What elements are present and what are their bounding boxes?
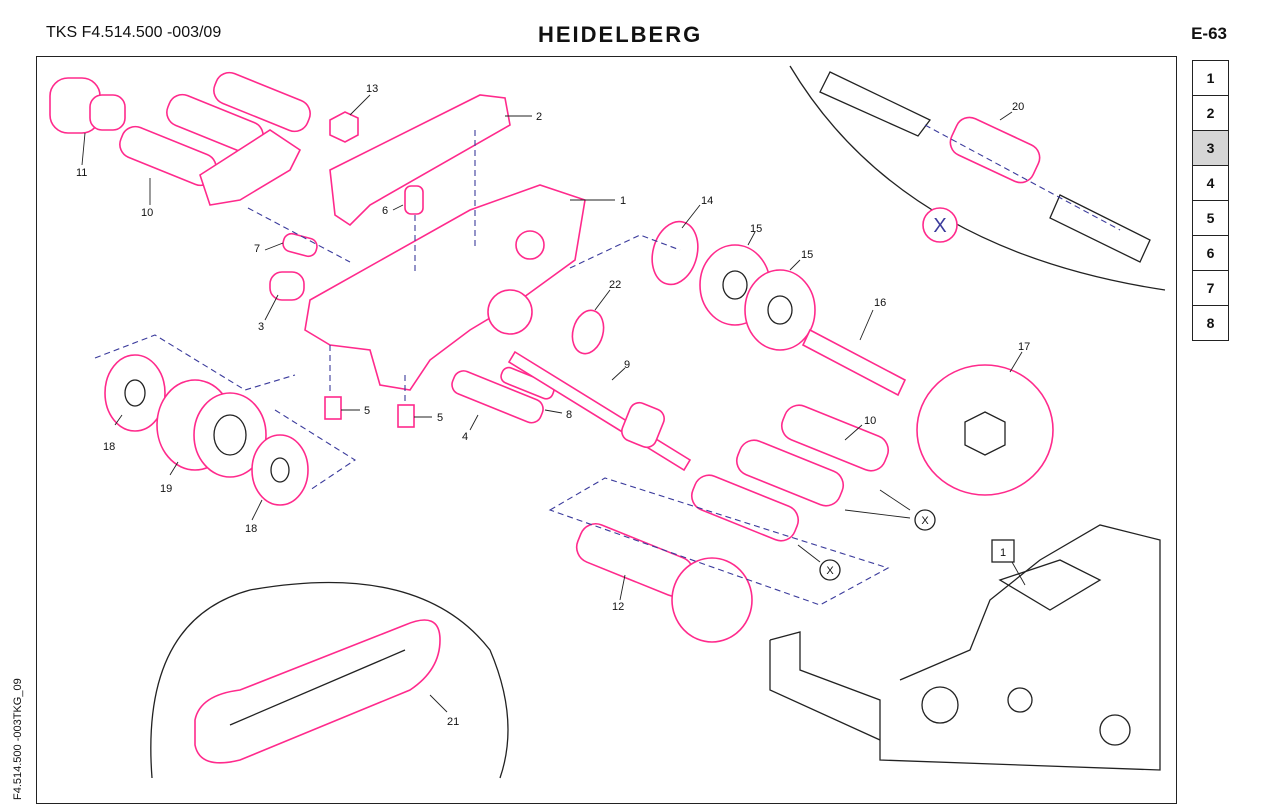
x-marker-b — [819, 559, 841, 581]
tab-7[interactable]: 7 — [1193, 271, 1228, 306]
callout-11: 11 — [76, 167, 87, 179]
callout-1: 1 — [620, 195, 626, 207]
x-marker-a — [914, 509, 936, 531]
group-outline-1 — [569, 234, 681, 269]
callout-18b: 18 — [245, 523, 257, 535]
part-2-lever — [329, 94, 511, 227]
part-10-pin-cluster — [119, 71, 311, 206]
callout-9: 9 — [624, 359, 630, 371]
part-16-shaft — [801, 328, 907, 397]
callout-3: 3 — [258, 321, 264, 333]
callout-19: 19 — [160, 483, 172, 495]
pin-upper — [819, 71, 931, 137]
callout-12: 12 — [612, 601, 624, 613]
section-tabs: 1 2 3 4 5 6 7 8 — [1192, 60, 1229, 341]
spring-detail — [819, 71, 1151, 263]
callout-5a: 5 — [364, 405, 370, 417]
document-code: TKS F4.514.500 -003/09 — [46, 24, 222, 41]
part-14-ring — [651, 220, 699, 286]
detail-arc-top — [789, 65, 1166, 291]
x-marker-a-label: X — [921, 515, 929, 527]
detail-circle-chain — [150, 581, 509, 779]
part-6-pin — [404, 185, 424, 215]
callout-10b: 10 — [864, 415, 876, 427]
callout-15b: 15 — [801, 249, 813, 261]
callout-22: 22 — [609, 279, 621, 291]
part-1-housing — [304, 184, 586, 391]
callout-10a: 10 — [141, 207, 153, 219]
part-7-sleeve — [282, 232, 318, 258]
tab-5[interactable]: 5 — [1193, 201, 1228, 236]
callout-21: 21 — [447, 716, 459, 728]
part-4-pin — [451, 370, 544, 424]
tab-3[interactable]: 3 — [1193, 131, 1228, 166]
part-9-collar — [621, 401, 665, 449]
callout-18a: 18 — [103, 441, 115, 453]
part-10-pin-cluster-lower — [690, 404, 890, 542]
detail-x-marker — [922, 207, 958, 243]
part-3-bushing — [269, 271, 305, 301]
detail-x-label: X — [933, 215, 946, 237]
group-outline-2 — [94, 334, 296, 391]
assembly-ref-box — [991, 539, 1015, 563]
callout-5b: 5 — [437, 412, 443, 424]
assembly-sketch — [769, 524, 1161, 771]
tab-2[interactable]: 2 — [1193, 96, 1228, 131]
callout-16: 16 — [874, 297, 886, 309]
part-15-bearing-b — [744, 269, 816, 351]
housing-bore-2 — [515, 230, 545, 260]
part-18-roller-a — [104, 354, 166, 432]
part-13-nut — [329, 111, 359, 143]
callout-2: 2 — [536, 111, 542, 123]
part-17-roller — [916, 364, 1054, 496]
group-outline-4 — [548, 477, 890, 606]
housing-bore — [487, 289, 533, 335]
part-5-screw-a — [324, 396, 342, 420]
callout-20: 20 — [1012, 101, 1024, 113]
tab-6[interactable]: 6 — [1193, 236, 1228, 271]
assembly-ref-label: 1 — [1000, 547, 1006, 559]
group-outline-3 — [274, 409, 357, 491]
callout-7: 7 — [254, 243, 260, 255]
heidelberg-logo: HEIDELBERG — [538, 22, 703, 47]
callout-17: 17 — [1018, 341, 1030, 353]
callout-8: 8 — [566, 409, 572, 421]
callout-4: 4 — [462, 431, 468, 443]
part-22-washer — [571, 309, 605, 355]
tab-1[interactable]: 1 — [1193, 61, 1228, 96]
spring-20 — [949, 116, 1041, 184]
part-5-screw-b — [397, 404, 415, 428]
tab-8[interactable]: 8 — [1193, 306, 1228, 341]
tab-4[interactable]: 4 — [1193, 166, 1228, 201]
callout-13: 13 — [366, 83, 378, 95]
callout-6: 6 — [382, 205, 388, 217]
part-18-roller-b — [251, 434, 309, 506]
pin-lower — [1049, 194, 1151, 263]
drawing-frame — [36, 56, 1177, 804]
callout-14: 14 — [701, 195, 713, 207]
part-21-chain — [194, 619, 441, 764]
page-number: E-63 — [1191, 24, 1227, 43]
part-12-knob — [671, 557, 753, 643]
spring-axis — [924, 124, 1121, 231]
callout-15a: 15 — [750, 223, 762, 235]
part-11-knob — [49, 77, 126, 134]
x-marker-b-label: X — [826, 565, 834, 577]
